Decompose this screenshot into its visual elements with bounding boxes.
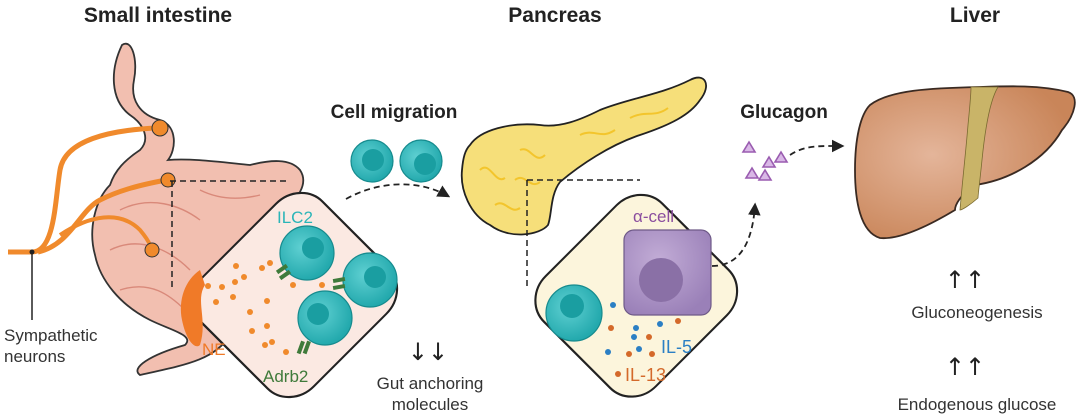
label-alpha-cell: α-cell — [633, 207, 674, 226]
il5-dots — [605, 302, 663, 355]
label-glucagon: Glucagon — [740, 102, 828, 123]
label-sympathetic: Sympathetic — [4, 326, 98, 345]
migrating-cell — [399, 139, 443, 183]
ne-dots — [205, 260, 325, 355]
migration-arrow — [345, 183, 451, 200]
intestine-inset: NE ILC2 Adrb2 — [180, 191, 399, 399]
pancreas-inset: α-cell IL-5 IL-13 — [534, 193, 739, 398]
ilc2-cell — [342, 252, 398, 308]
pancreas-organ — [460, 76, 707, 236]
ilc2-cell-pancreas — [545, 284, 603, 342]
down-arrows-icon: ↓↓ — [408, 338, 448, 366]
label-gluconeogenesis: Gluconeogenesis — [911, 303, 1042, 322]
ilc2-cell — [297, 290, 353, 346]
up-arrows-icon: ↑↑ — [945, 266, 985, 294]
adrb2-receptors — [275, 263, 346, 355]
glucagon-triangles — [741, 140, 789, 181]
label-ne: NE — [202, 340, 226, 359]
title-liver: Liver — [950, 4, 1000, 27]
label-ilc2: ILC2 — [277, 208, 313, 227]
label-neurons: neurons — [4, 347, 65, 366]
title-small-intestine: Small intestine — [84, 4, 232, 27]
ilc2-cell — [279, 225, 335, 281]
label-il5: IL-5 — [661, 337, 692, 357]
alpha-cell — [623, 229, 712, 316]
il13-dots — [608, 318, 681, 377]
label-il13: IL-13 — [625, 365, 666, 385]
label-cell-migration: Cell migration — [331, 102, 458, 123]
label-molecules: molecules — [392, 395, 469, 414]
title-pancreas: Pancreas — [508, 4, 601, 27]
migrating-cell — [350, 139, 394, 183]
liver-organ — [854, 85, 1076, 240]
up-arrows-icon: ↑↑ — [945, 353, 985, 381]
glucagon-to-liver-arrow — [789, 139, 845, 156]
glucagon-secretion-arrow — [711, 202, 761, 267]
label-endogenous-glucose: Endogenous glucose — [898, 395, 1057, 414]
label-gut-anchoring: Gut anchoring — [377, 374, 484, 393]
label-adrb2: Adrb2 — [263, 367, 308, 386]
